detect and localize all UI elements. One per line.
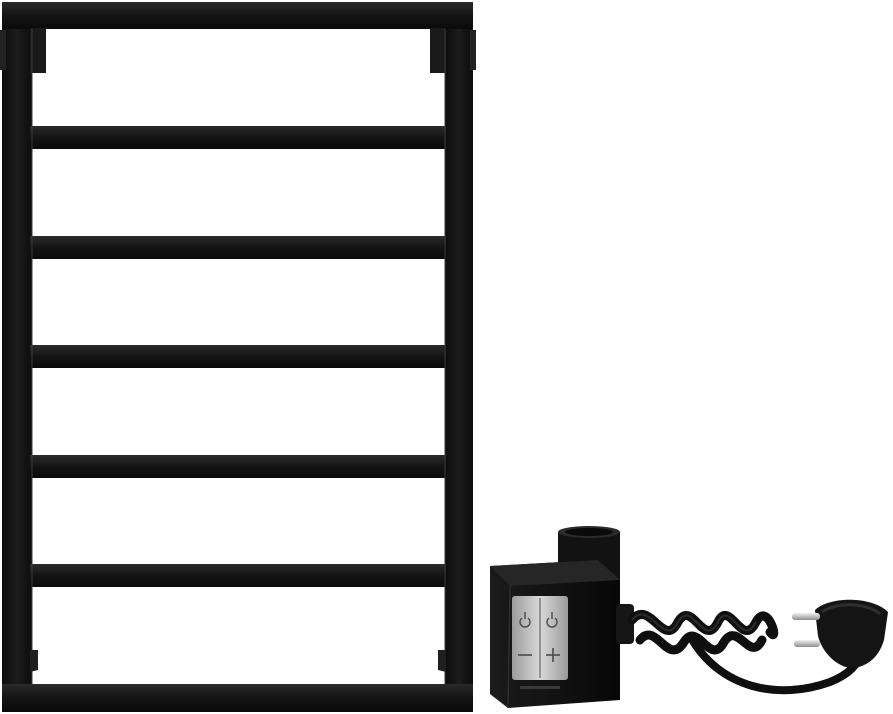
radiator-top-bar — [2, 2, 473, 29]
plug-pin-bottom — [794, 640, 820, 647]
radiator-bottom-bar — [2, 684, 473, 712]
plug-pin-top — [792, 613, 820, 620]
wall-bracket-bottom-right — [438, 650, 446, 672]
wall-bracket-bottom-left — [30, 650, 38, 672]
plus-icon — [546, 648, 560, 662]
radiator-rung-1 — [30, 126, 446, 149]
heating-element — [490, 526, 888, 709]
radiator-rung-2 — [30, 236, 446, 259]
towel-radiator — [0, 2, 476, 712]
radiator-rung-3 — [30, 345, 446, 368]
radiator-rung-4 — [30, 455, 446, 478]
power-icon — [519, 612, 558, 628]
radiator-right-rail — [445, 2, 473, 712]
cable-gland — [616, 604, 634, 644]
radiator-left-rail — [2, 2, 32, 712]
power-plug — [792, 599, 888, 668]
wall-bracket-right — [430, 28, 446, 73]
wall-bracket-left — [30, 28, 46, 73]
radiator-rung-5 — [30, 564, 446, 587]
